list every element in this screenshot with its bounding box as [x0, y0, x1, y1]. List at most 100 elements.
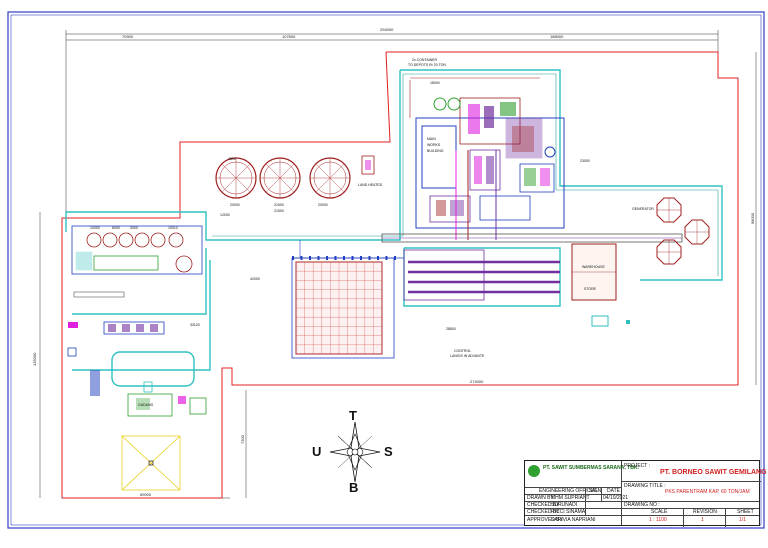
dim-6000: 6000: [112, 226, 120, 230]
sheet-border: [7, 11, 765, 529]
raw-water-label: LAND HEATED: [358, 183, 383, 187]
control-sublabel: LANGIS IN ADVANTE: [450, 354, 485, 358]
dim-bottom-left: 69000: [140, 492, 152, 497]
compass-north: T: [349, 408, 357, 423]
project-label: PROJECT :: [624, 463, 651, 469]
factory-cluster: [415, 97, 565, 240]
dim-mid-right: 7300: [240, 434, 245, 444]
dim-seg3: 188000: [550, 34, 564, 39]
dim-seg2: 107600: [282, 34, 296, 39]
hall-column: [309, 256, 311, 260]
hall-column: [326, 256, 328, 260]
store-label: STORE: [584, 287, 597, 291]
octagon-2: [684, 219, 710, 245]
revision-value: 1: [701, 517, 704, 523]
svg-text:WORKS: WORKS: [427, 143, 441, 147]
dim-left-height: 135000: [32, 352, 37, 366]
container-label-1: 2x CONTAINER: [412, 58, 437, 62]
dim-bottom-right: 274000: [470, 379, 484, 384]
sheet-label: SHEET: [737, 509, 754, 515]
dim-21500: 21500: [274, 209, 284, 213]
compass-west: U: [312, 444, 322, 459]
gate-post: [626, 320, 630, 324]
container-label-2: TO DEPOTS Rr 20 TON: [408, 63, 446, 67]
dim-33120: 33120: [190, 323, 200, 327]
checked2-label: CHECKED BY: [527, 509, 560, 515]
octagon-3: [656, 239, 682, 265]
drawn-by: MHM SUPRIANT: [551, 495, 590, 501]
gudang-label: GUDANG: [138, 403, 154, 407]
drawing-no-label: DRAWING NO :: [624, 502, 660, 508]
dim-3000: 3000: [130, 226, 138, 230]
title-block: PT. SAWIT SUMBERMAS SARANA, TBK. PROJECT…: [524, 460, 767, 527]
dim-12000: 12000: [220, 213, 230, 217]
dim-18000: 18000: [430, 81, 440, 85]
north-arrow: T B U S: [312, 408, 393, 495]
guard-post: [591, 315, 609, 327]
dim-4500: 4500: [228, 157, 236, 161]
main-conveyor: [299, 233, 683, 301]
compass-rose-icon: [329, 421, 381, 483]
main-building-label: MAIN: [427, 137, 436, 141]
drawn-by-label: DRAWN BY: [527, 495, 554, 501]
drawing-date: 04/10/2021: [603, 495, 629, 501]
hall-column: [360, 256, 362, 260]
site-roads: [65, 69, 723, 387]
drawing-title-label: DRAWING TITLE :: [624, 483, 666, 489]
drawing-title: PKS PARENTRAM KAP. 60 TON/JAM: [665, 489, 750, 495]
dimension-lines: [39, 30, 757, 499]
checked2: RICCI SINAMA: [551, 509, 586, 515]
container-label: 2x CONTAINER TO DEPOTS Rr 20 TON: [408, 58, 446, 67]
misc-dims: 42000 33120 28800 21500 18000 23000: [190, 81, 590, 331]
tank-dim-1: 20000: [230, 203, 240, 207]
hall-column: [351, 256, 354, 260]
overall-dimension-texts: 294000 70900 107600 188000 274000 69000 …: [32, 27, 755, 497]
top-conveyors: [409, 77, 540, 118]
dim-10010: 10010: [168, 226, 178, 230]
storage-tank: [309, 157, 351, 199]
water-dims: 10000 6000 3000 10010: [90, 226, 178, 230]
hall-column: [377, 256, 379, 260]
tank-dim-2: 21500: [274, 203, 284, 207]
warehouse-label: WAREHOUSE: [582, 265, 605, 269]
road-inner-lines: [212, 73, 719, 276]
scale-label: SCALE: [651, 509, 668, 515]
generator-octagons: [656, 197, 710, 265]
storage-tank: [259, 157, 301, 199]
hall-column: [394, 256, 396, 260]
compass-south: B: [349, 480, 359, 495]
octagon-1: [656, 197, 682, 223]
sheet-inner-border: [10, 14, 762, 526]
company-name: PT. SAWIT SUMBERMAS SARANA, TBK.: [543, 465, 639, 471]
revision-label: REVISION: [693, 509, 717, 515]
hall-column: [334, 256, 337, 260]
factory-labels: MAIN WORKS BUILDING: [427, 137, 444, 153]
checked-by-label: CHECKED BY: [527, 502, 560, 508]
property-boundary: [61, 51, 739, 499]
date-label: DATE: [607, 488, 620, 494]
checked-by: SURUNADI: [551, 502, 578, 508]
sign-label: SIGN: [589, 488, 602, 494]
tank-dim-3: 20000: [318, 203, 328, 207]
sheet-value: 1/1: [739, 517, 746, 523]
hall-column: [317, 256, 320, 260]
approved-label: APPROVED BY: [527, 517, 563, 523]
engineering-label: ENGINEERING OFFICIAL: [539, 488, 598, 494]
storage-tanks: [215, 155, 375, 199]
hall-column: [385, 256, 388, 260]
dim-23000: 23000: [580, 159, 590, 163]
hall-column: [300, 256, 303, 260]
dim-42000: 42000: [250, 277, 260, 281]
left-buildings: [67, 321, 207, 417]
approved: SARIVIA NAPRIANI: [551, 517, 596, 523]
small-tank-house: [361, 155, 375, 175]
tank-dim-texts: 20000 21500 20000 4500 LAND HEATED 12000: [220, 157, 383, 217]
storage-tank: [215, 157, 257, 199]
dim-10000: 10000: [90, 226, 100, 230]
dim-right-height: 98000: [750, 212, 755, 224]
water-treatment: [71, 225, 203, 298]
main-works-building: [421, 125, 457, 189]
generator-label: GENERATOR: [632, 207, 654, 211]
